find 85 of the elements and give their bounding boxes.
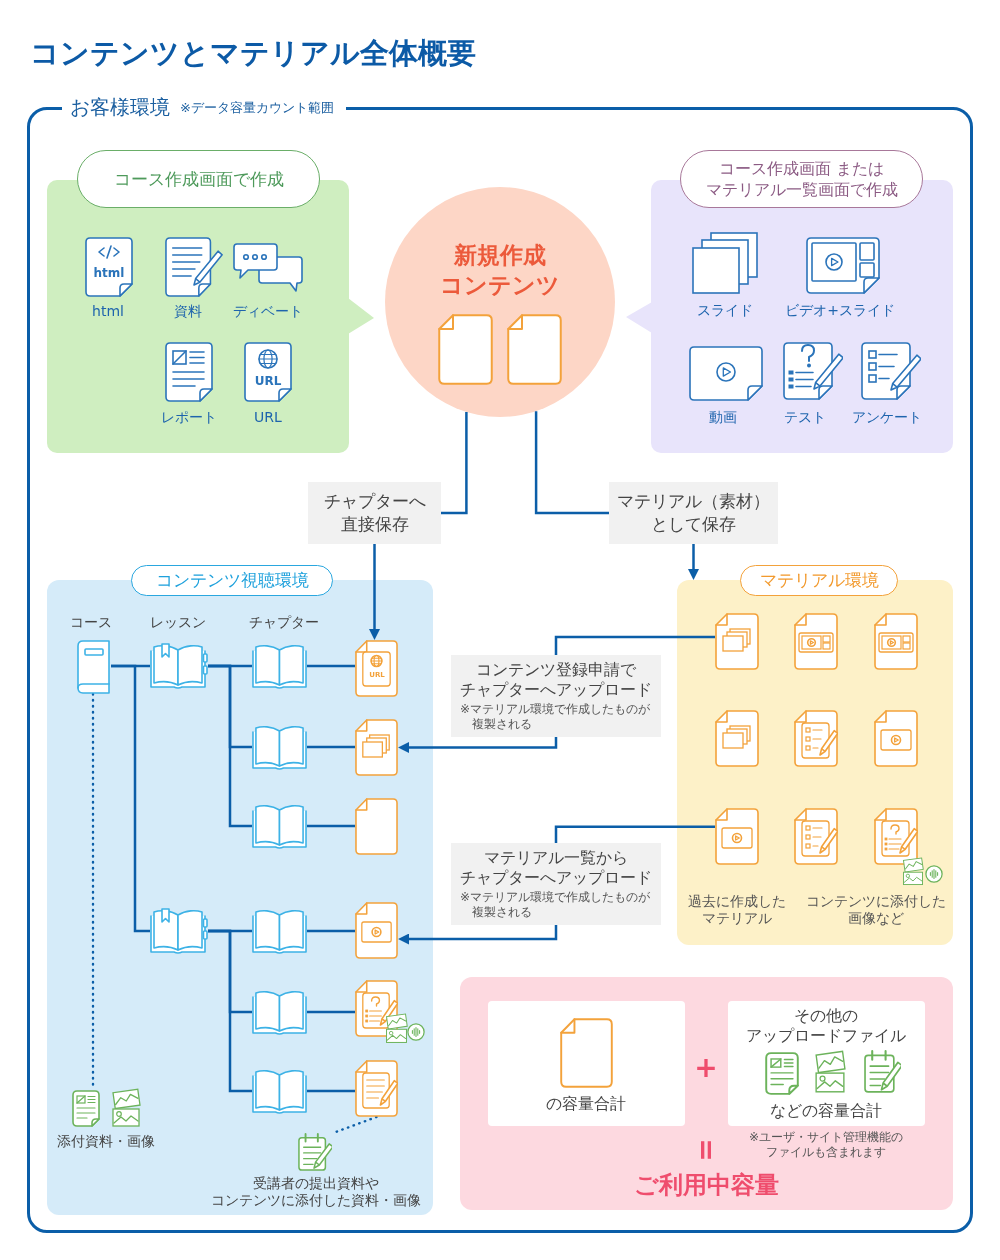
- connector-line: [208, 664, 252, 828]
- book-icon: [75, 640, 111, 694]
- video-file-icon: [355, 902, 398, 959]
- notes-file-icon: [355, 1060, 398, 1117]
- section-title: コンテンツ視聴環境: [131, 565, 333, 596]
- page-title: コンテンツとマテリアル全体概要: [30, 35, 476, 72]
- connector-line: [208, 929, 252, 1093]
- arrow: [398, 737, 558, 753]
- icon-label: スライド: [697, 301, 753, 319]
- connector-line: [534, 411, 609, 515]
- circle-title: 新規作成コンテンツ: [440, 241, 560, 300]
- video-slides-file-icon: [794, 613, 838, 670]
- info-box: マテリアル（素材）として保存: [609, 482, 778, 544]
- connector-line: [307, 929, 355, 933]
- card-text: の容量合計: [546, 1092, 626, 1114]
- icon-label: ディベート: [233, 302, 303, 320]
- video-file-icon: [874, 710, 918, 767]
- checklist-file-icon: [794, 808, 838, 865]
- icon-text: html: [93, 265, 125, 281]
- equals-sign: =: [689, 1138, 724, 1162]
- connector-line: [554, 825, 715, 843]
- bookmarked-book-icon: [150, 908, 208, 954]
- arrow: [688, 544, 699, 580]
- icon-label: 資料: [174, 302, 202, 320]
- section-title: マテリアル環境: [740, 565, 898, 596]
- section-title: コース作成画面で作成: [77, 150, 320, 208]
- icon-label: 添付資料・画像: [57, 1132, 155, 1150]
- box-text: マテリアル一覧からチャプターへアップロード: [460, 848, 652, 888]
- icon-text: URL: [254, 373, 282, 389]
- open-book-icon: [252, 908, 307, 954]
- slides-file-icon: [715, 710, 759, 767]
- open-book-icon: [252, 724, 307, 770]
- bookmarked-book-icon: [150, 643, 208, 689]
- section-panel: [460, 977, 953, 1210]
- slides-file-icon: [355, 719, 398, 776]
- icon-label: ビデオ+スライド: [785, 301, 895, 319]
- info-box: [451, 655, 661, 737]
- total-card: [488, 1001, 685, 1126]
- video-slides-file-icon: [874, 613, 918, 670]
- video-file-icon: [715, 808, 759, 865]
- caption-text: 過去に作成したマテリアル: [688, 893, 786, 927]
- open-book-icon: [252, 643, 307, 689]
- connector-line: [307, 1010, 355, 1014]
- connector-line: [307, 824, 355, 828]
- arrow: [369, 544, 380, 640]
- section-title: コース作成画面 またはマテリアル一覧画面で作成: [680, 150, 923, 208]
- column-header: チャプター: [249, 613, 319, 631]
- open-book-icon: [252, 989, 307, 1035]
- column-header: コース: [70, 613, 112, 631]
- connector-line: [554, 635, 715, 655]
- icon-label: テスト: [784, 408, 826, 426]
- open-book-icon: [252, 803, 307, 849]
- checklist-file-icon: [794, 710, 838, 767]
- frame-title: お客様環境: [70, 95, 170, 119]
- quiz-file-icon: [874, 808, 918, 865]
- slides-file-icon: [715, 613, 759, 670]
- icon-label: html: [92, 302, 124, 320]
- connector-line: [307, 1089, 355, 1093]
- icon-label: 動画: [709, 408, 737, 426]
- note-text: ※マテリアル環境で作成したものが複製される: [460, 702, 651, 732]
- plus-sign: +: [694, 1050, 718, 1086]
- info-box: チャプターへ直接保存: [308, 482, 441, 544]
- document-icon: [355, 798, 398, 855]
- frame-note: ※データ容量カウント範囲: [180, 98, 334, 116]
- card-text: などの容量合計: [770, 1099, 882, 1121]
- connector-line: [307, 745, 355, 749]
- card-text: その他のアップロードファイル: [746, 1006, 906, 1046]
- column-header: レッスン: [150, 613, 206, 631]
- arrow: [398, 925, 558, 945]
- quiz-file-icon: [355, 980, 398, 1037]
- icon-label: URL: [254, 408, 282, 426]
- open-book-icon: [252, 1068, 307, 1114]
- note-text: ※マテリアル環境で作成したものが複製される: [460, 890, 651, 920]
- box-text: コンテンツ登録申請でチャプターへアップロード: [460, 660, 652, 700]
- icon-label: レポート: [161, 408, 217, 426]
- caption-text: コンテンツに添付した画像など: [806, 893, 946, 927]
- info-box: [451, 843, 661, 925]
- connector-line: [441, 412, 468, 515]
- total-card: [728, 1001, 925, 1126]
- connector-line: [111, 664, 150, 933]
- note-text: ※ユーザ・サイト管理機能のファイルも含まれます: [748, 1130, 904, 1160]
- result-text: ご利用中容量: [633, 1169, 779, 1201]
- icon-label: 受講者の提出資料やコンテンツに添付した資料・画像: [211, 1175, 421, 1209]
- connector-line: [307, 664, 355, 668]
- icon-label: アンケート: [852, 408, 922, 426]
